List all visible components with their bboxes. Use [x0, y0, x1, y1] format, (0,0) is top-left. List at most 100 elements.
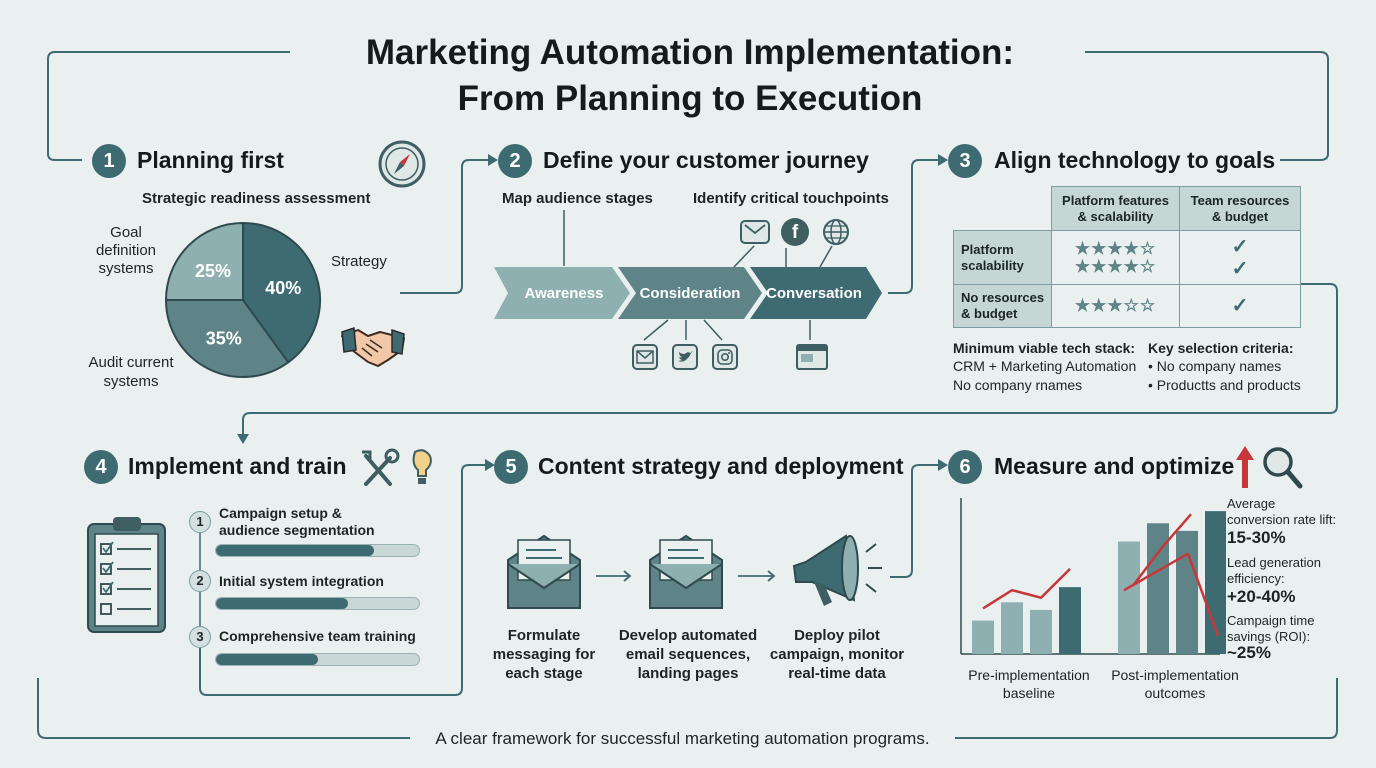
- task-1-progress: [215, 544, 420, 557]
- table-rowheader-bg: [953, 230, 1051, 328]
- bar-post: [1147, 523, 1169, 654]
- table-col-team: Team resources & budget: [1179, 186, 1301, 231]
- step-1-subtitle: Strategic readiness assessment: [142, 190, 371, 207]
- task-3-label: Comprehensive team training: [219, 628, 416, 644]
- check-icon: ✓: [1231, 295, 1249, 317]
- bar-pre: [972, 620, 994, 654]
- rating-stars: ★★★★☆: [1074, 238, 1157, 258]
- step-5-number: 5: [494, 450, 528, 484]
- metric-1-label: Average conversion rate lift:: [1227, 496, 1337, 527]
- journey-lines: [563, 210, 833, 341]
- trend-line-pre: [982, 567, 1071, 610]
- step-5-title: Content strategy and deployment: [538, 453, 904, 479]
- stack-line-2: No company rnames: [953, 377, 1083, 393]
- pie-label-audit: Audit current systems: [88, 354, 174, 390]
- mail-icon: [740, 220, 770, 244]
- metric-3-value: ~25%: [1227, 643, 1271, 662]
- table-cell-checks-1: ✓ ✓: [1179, 230, 1301, 285]
- bar-post: [1176, 530, 1198, 654]
- task-1-label: Campaign setup & audience segmentation: [219, 505, 375, 538]
- table-cell-checks-2: ✓: [1179, 284, 1301, 328]
- mail-icon: [632, 344, 658, 370]
- criteria-2: • Productts and products: [1148, 377, 1301, 393]
- bar-pre: [1001, 602, 1023, 654]
- pie-slice: [242, 221, 321, 364]
- stage-conversation: Conversation: [766, 284, 862, 302]
- post-implementation-label: Post-implementation outcomes: [1111, 667, 1239, 701]
- instagram-icon: [712, 344, 738, 370]
- step-3-title: Align technology to goals: [994, 147, 1276, 173]
- task-2-number: 2: [189, 570, 211, 592]
- rating-stars: ★★★★☆: [1074, 256, 1157, 276]
- criteria-title: Key selection criteria:: [1148, 340, 1294, 356]
- step-2-number: 2: [498, 144, 532, 178]
- content-flow-icons: [507, 534, 882, 609]
- pie-chart: 40% 35% 25%: [164, 221, 321, 378]
- criteria-1: • No company names: [1148, 358, 1282, 374]
- handshake-icon: [341, 326, 405, 367]
- step-3-number: 3: [948, 144, 982, 178]
- pie-slice-label: 25%: [195, 261, 231, 281]
- browser-icon: [796, 344, 828, 370]
- map-stages-label: Map audience stages: [502, 190, 653, 207]
- twitter-icon: [672, 344, 698, 370]
- title-line-1: Marketing Automation Implementation:: [365, 33, 1015, 72]
- check-icon: ✓: [1231, 257, 1249, 280]
- pre-implementation-label: Pre-implementation baseline: [968, 667, 1090, 701]
- stack-line-1: CRM + Marketing Automation: [953, 358, 1137, 374]
- metric-3-label: Campaign time savings (ROI):: [1227, 613, 1315, 644]
- bar-post: [1118, 541, 1140, 654]
- table-col-platform: Platform features & scalability: [1051, 186, 1180, 231]
- task-1-number: 1: [189, 511, 211, 533]
- pie-label-strategy: Strategy: [331, 253, 387, 270]
- megaphone-icon: [792, 534, 882, 606]
- pie-slice-label: 35%: [206, 329, 242, 349]
- step-6-title: Measure and optimize: [994, 453, 1235, 479]
- table-row-resources: No resources & budget: [953, 284, 1052, 328]
- task-3-number: 3: [189, 626, 211, 648]
- pie-slice-label: 40%: [265, 278, 301, 298]
- globe-icon: [823, 219, 849, 245]
- table-cell-stars-1: ★★★★☆ ★★★★☆: [1051, 230, 1180, 285]
- stage-consideration: Consideration: [639, 284, 741, 302]
- step-1-title: Planning first: [137, 147, 284, 173]
- page-title: Marketing Automation Implementation: Fro…: [290, 30, 1090, 122]
- pie-label-goal: Goal definition systems: [95, 224, 157, 277]
- table-row-platform: Platform scalability: [953, 230, 1052, 285]
- stage-awareness: Awareness: [524, 284, 604, 302]
- stack-title: Minimum viable tech stack:: [953, 340, 1136, 356]
- trend-line-post: [1132, 513, 1192, 587]
- journey-chevrons: [494, 267, 882, 319]
- clipboard-icon: [87, 517, 166, 633]
- check-icon: ✓: [1231, 235, 1249, 258]
- compass-icon: [378, 140, 426, 188]
- footer-tagline: A clear framework for successful marketi…: [435, 729, 930, 748]
- content-step-1: Formulate messaging for each stage: [492, 627, 596, 682]
- step-4-title: Implement and train: [128, 453, 347, 479]
- trend-line-post-2: [1123, 552, 1189, 592]
- content-step-3: Deploy pilot campaign, monitor real-time…: [769, 627, 905, 682]
- envelope-icon: [507, 534, 581, 609]
- content-step-2: Develop automated email sequences, landi…: [618, 627, 758, 682]
- bar-post: [1205, 511, 1226, 654]
- bar-pre: [1030, 609, 1052, 654]
- table-header-bg: [1051, 186, 1301, 230]
- step-2-title: Define your customer journey: [543, 147, 869, 173]
- step-1-number: 1: [92, 144, 126, 178]
- magnifier-icon: [1236, 446, 1303, 489]
- pie-slice: [164, 299, 290, 378]
- results-bar-chart: [960, 498, 1226, 655]
- table-cell-stars-2: ★★★☆☆: [1051, 284, 1180, 328]
- title-line-2: From Planning to Execution: [457, 79, 923, 118]
- step-4-number: 4: [84, 450, 118, 484]
- envelope-icon: [649, 534, 723, 609]
- metric-1-value: 15-30%: [1227, 528, 1286, 547]
- metric-2-label: Lead generation efficiency:: [1227, 555, 1321, 586]
- tools-icon: [362, 448, 432, 486]
- touchpoints-label: Identify critical touchpoints: [693, 190, 889, 207]
- task-2-progress: [215, 597, 420, 610]
- rating-stars: ★★★☆☆: [1074, 296, 1157, 315]
- facebook-icon: f: [781, 218, 809, 246]
